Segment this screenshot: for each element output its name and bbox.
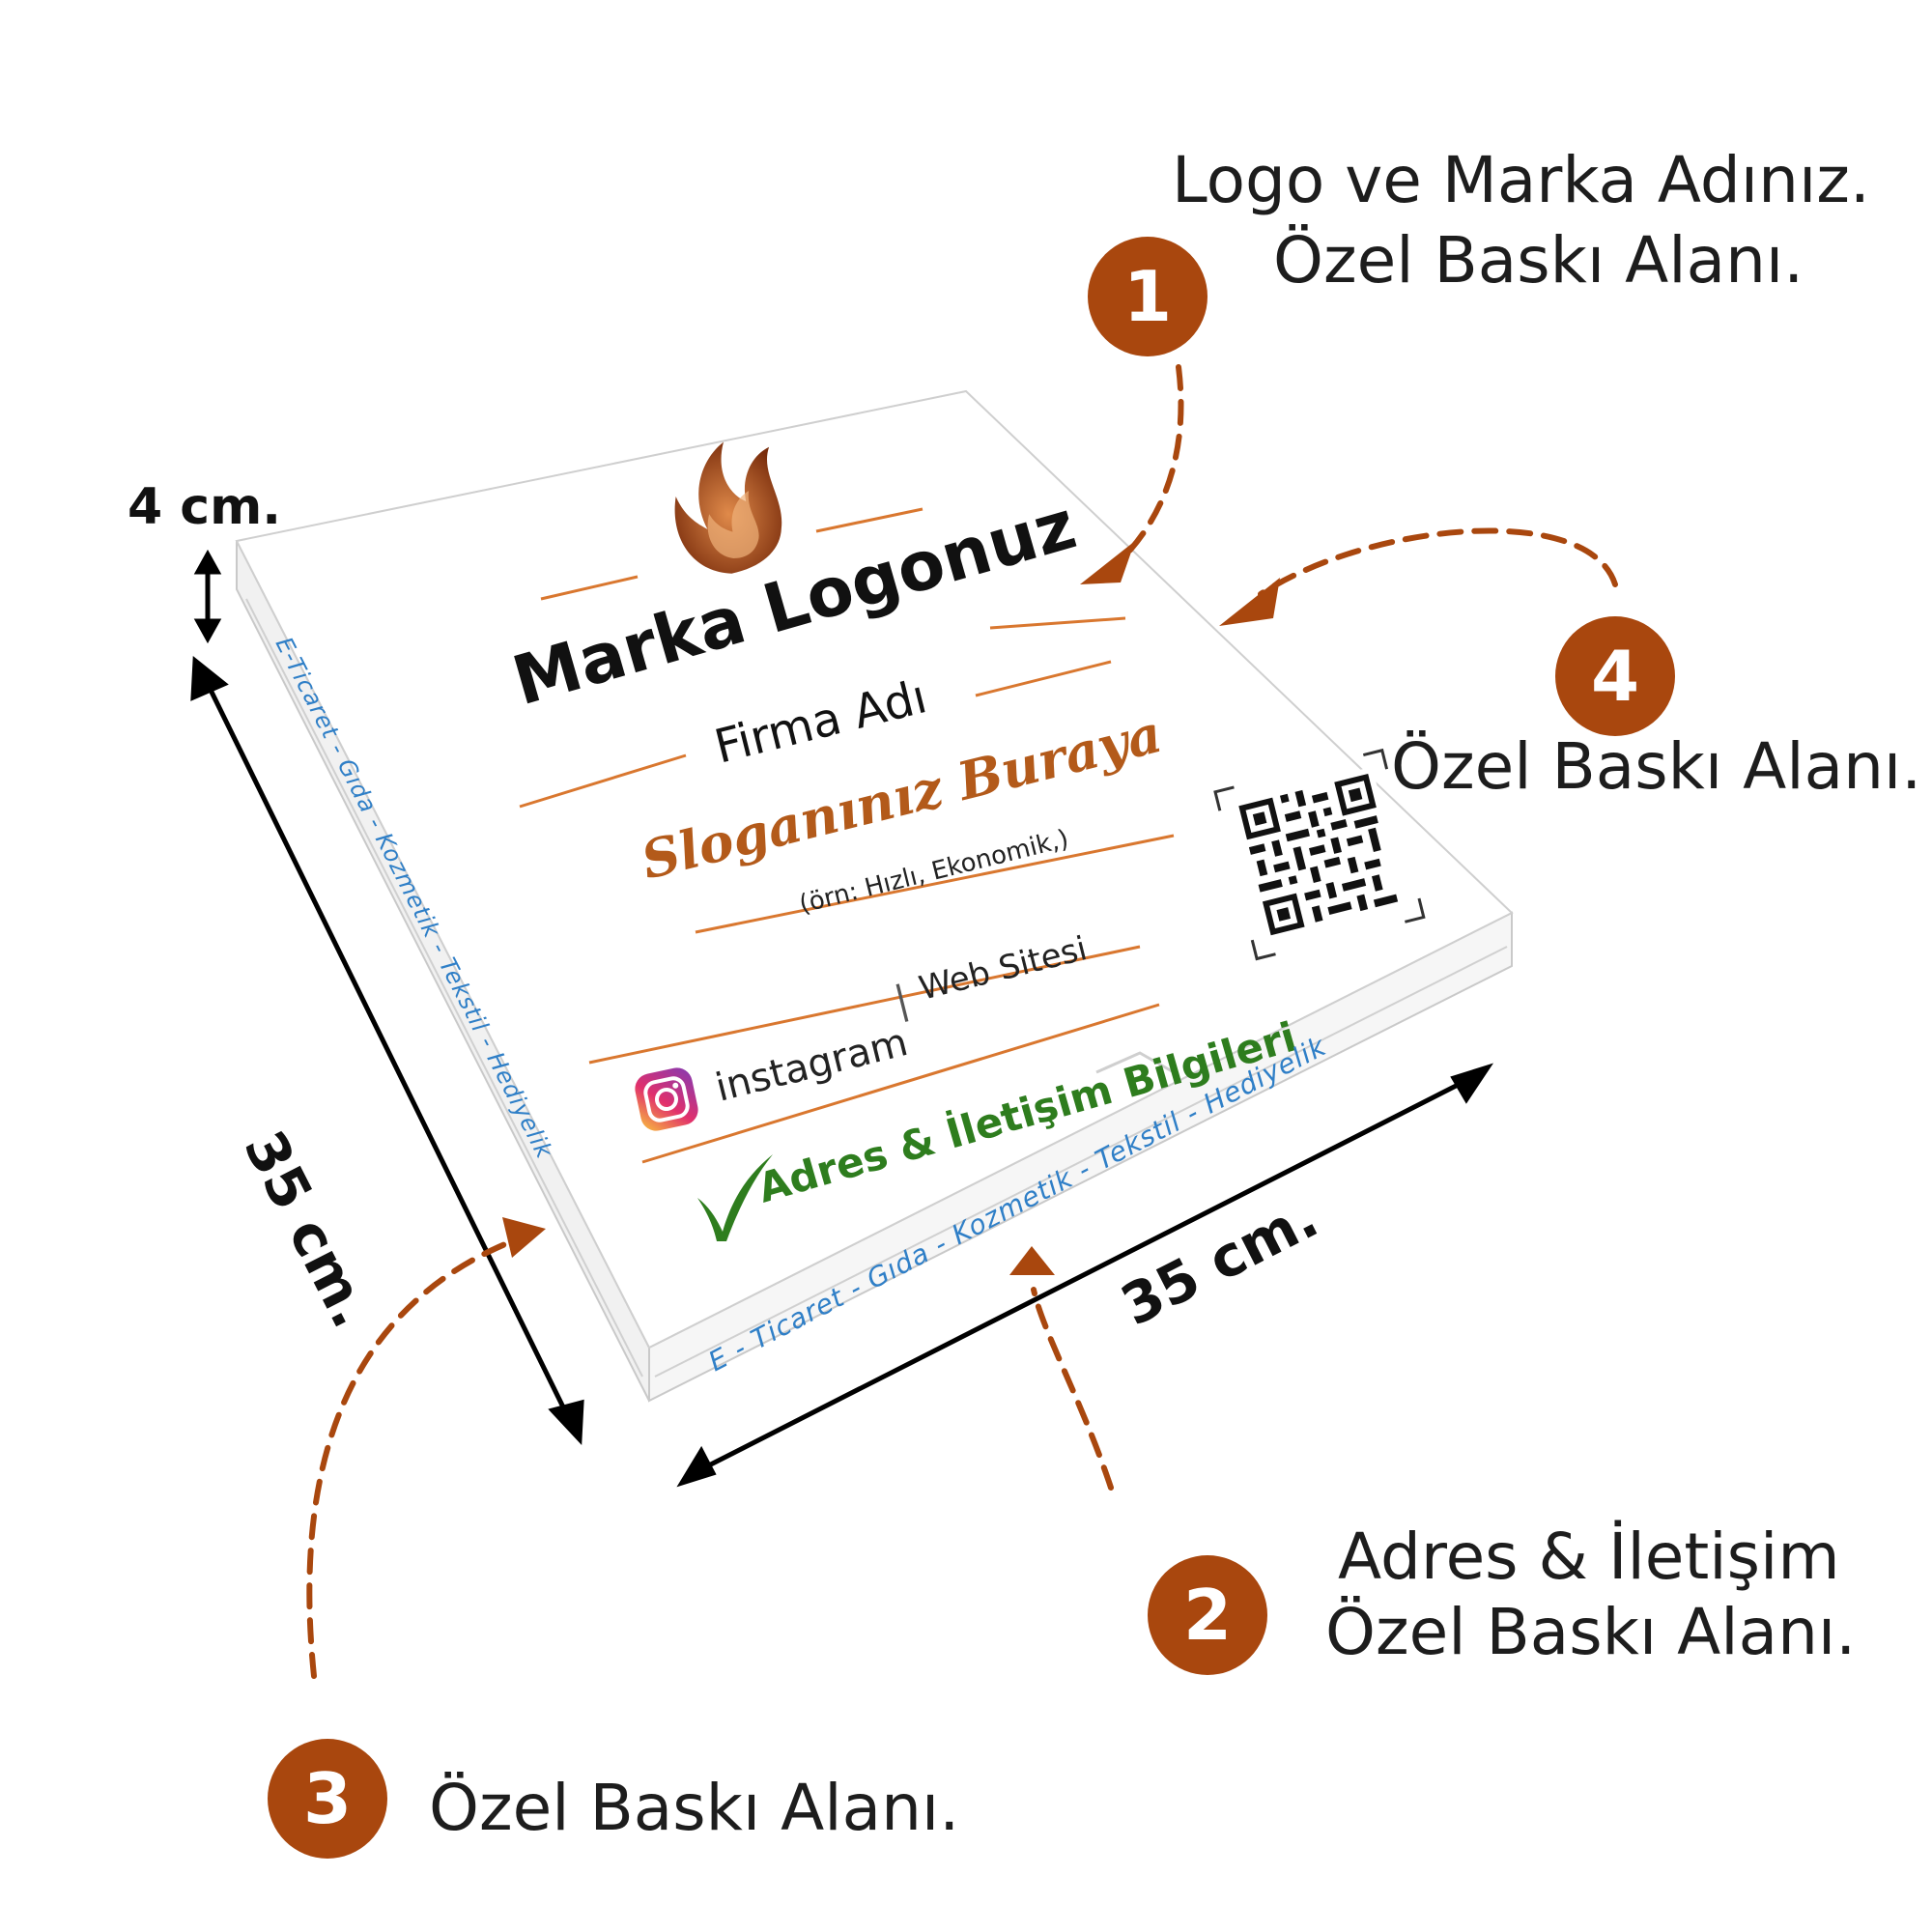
callout-1-line-1: Logo ve Marka Adınız. [1172,143,1870,217]
callout-4-badge: 4 [1555,616,1675,736]
callout-1-badge: 1 [1088,237,1208,356]
callout-1-line-2: Özel Baskı Alanı. [1273,223,1804,298]
callout-4-line-1: Özel Baskı Alanı. [1391,729,1922,804]
box-lid [235,389,1514,1350]
callout-2-badge: 2 [1148,1555,1267,1675]
callout-2-line-1: Adres & İletişim [1338,1520,1840,1594]
qr-code [1213,748,1426,961]
callout-2-line-2: Özel Baskı Alanı. [1325,1595,1857,1669]
check-icon [697,1154,773,1241]
callout-3-line-1: Özel Baskı Alanı. [429,1771,960,1845]
callout-3-badge: 3 [268,1739,387,1859]
height-dimension-label: 4 cm. [128,478,282,536]
instagram-icon [635,1067,698,1131]
flame-logo-icon [674,441,782,574]
